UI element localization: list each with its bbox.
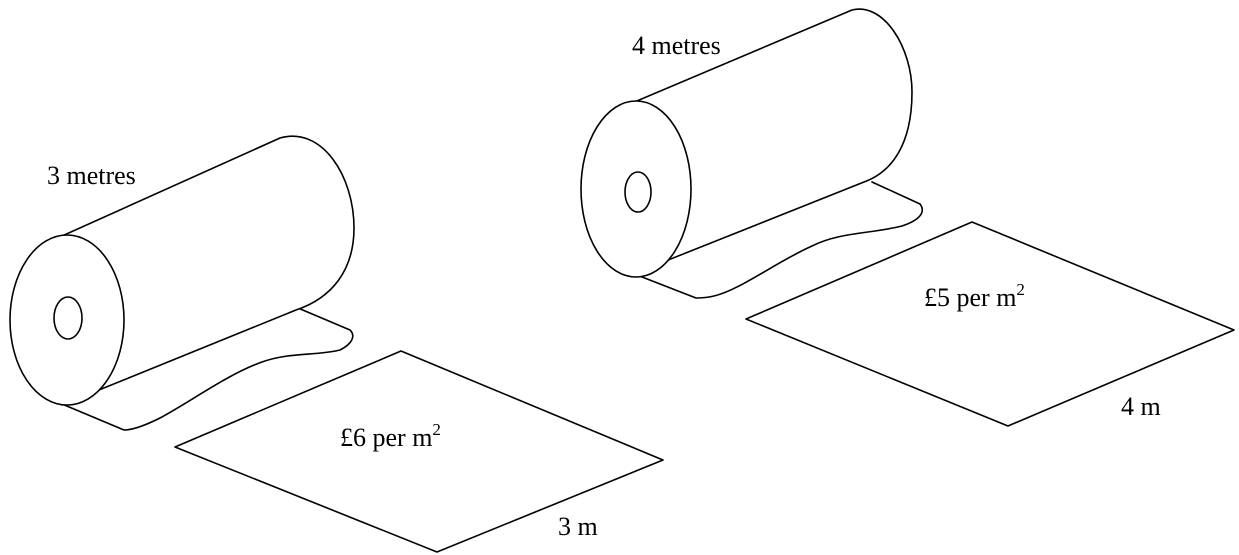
left-side-length-label: 3 m <box>558 512 598 541</box>
right-roll-core-hole <box>624 171 652 213</box>
left-carpet-roll <box>9 135 664 553</box>
left-price-text: £6 per m <box>340 423 433 452</box>
left-price-exponent: 2 <box>432 420 441 439</box>
right-roll-body <box>627 8 913 277</box>
left-carpet-square <box>174 350 664 553</box>
right-roll-length-label: 4 metres <box>632 31 721 60</box>
right-unrolled-carpet <box>623 181 924 299</box>
right-roll-front-face <box>580 100 692 278</box>
left-roll-body <box>61 135 355 406</box>
left-unrolled-carpet <box>61 307 354 431</box>
left-price-label: £6 per m2 <box>340 421 441 452</box>
right-price-exponent: 2 <box>1016 280 1025 299</box>
left-roll-front-face <box>9 234 125 406</box>
right-side-length-label: 4 m <box>1121 392 1161 421</box>
right-price-text: £5 per m <box>924 283 1017 312</box>
right-carpet-square <box>745 221 1235 427</box>
right-price-label: £5 per m2 <box>924 281 1025 312</box>
left-roll-core-hole <box>53 296 83 340</box>
right-carpet-roll <box>580 8 1235 427</box>
left-roll-length-label: 3 metres <box>47 161 136 190</box>
